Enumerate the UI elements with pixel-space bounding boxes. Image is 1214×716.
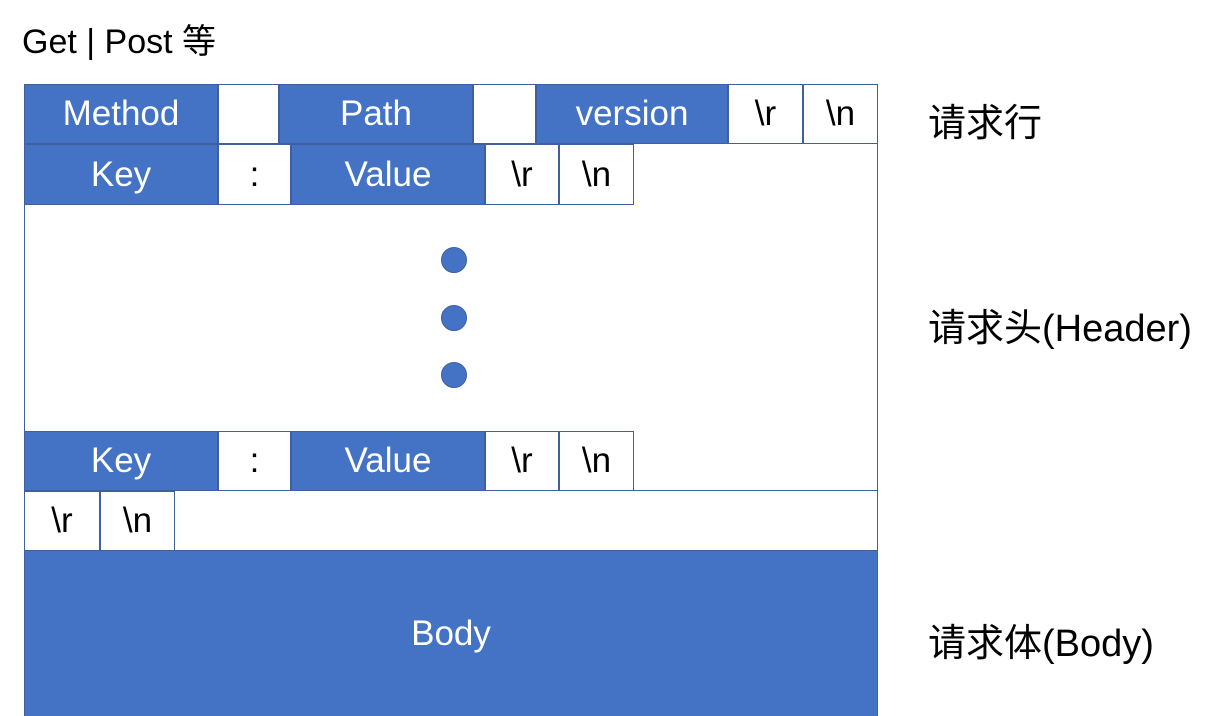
space-cell [473,84,536,144]
space-cell [218,84,279,144]
header-key-cell: Key [24,144,218,205]
lf-cell: \n [559,431,634,491]
body-block: Body [24,550,878,716]
header-value-cell: Value [291,431,485,491]
cr-cell: \r [485,431,559,491]
colon-cell: : [218,431,291,491]
cr-cell: \r [728,84,803,144]
header-label: 请求头(Header) [928,308,1192,350]
lf-cell: \n [559,144,634,205]
cr-cell: \r [24,491,100,551]
ellipsis-dot [441,305,467,331]
method-cell: Method [24,84,218,144]
version-cell: version [536,84,728,144]
cr-cell: \r [485,144,559,205]
header-key-cell: Key [24,431,218,491]
header-value-cell: Value [291,144,485,205]
colon-cell: : [218,144,291,205]
request-line-label: 请求行 [928,103,1043,145]
ellipsis-dot [441,247,467,273]
header-divider [24,490,878,491]
caption: Get | Post 等 [22,23,217,61]
ellipsis-dot [441,362,467,388]
body-label: 请求体(Body) [928,623,1154,665]
lf-cell: \n [100,491,175,551]
lf-cell: \n [803,84,878,144]
path-cell: Path [279,84,473,144]
